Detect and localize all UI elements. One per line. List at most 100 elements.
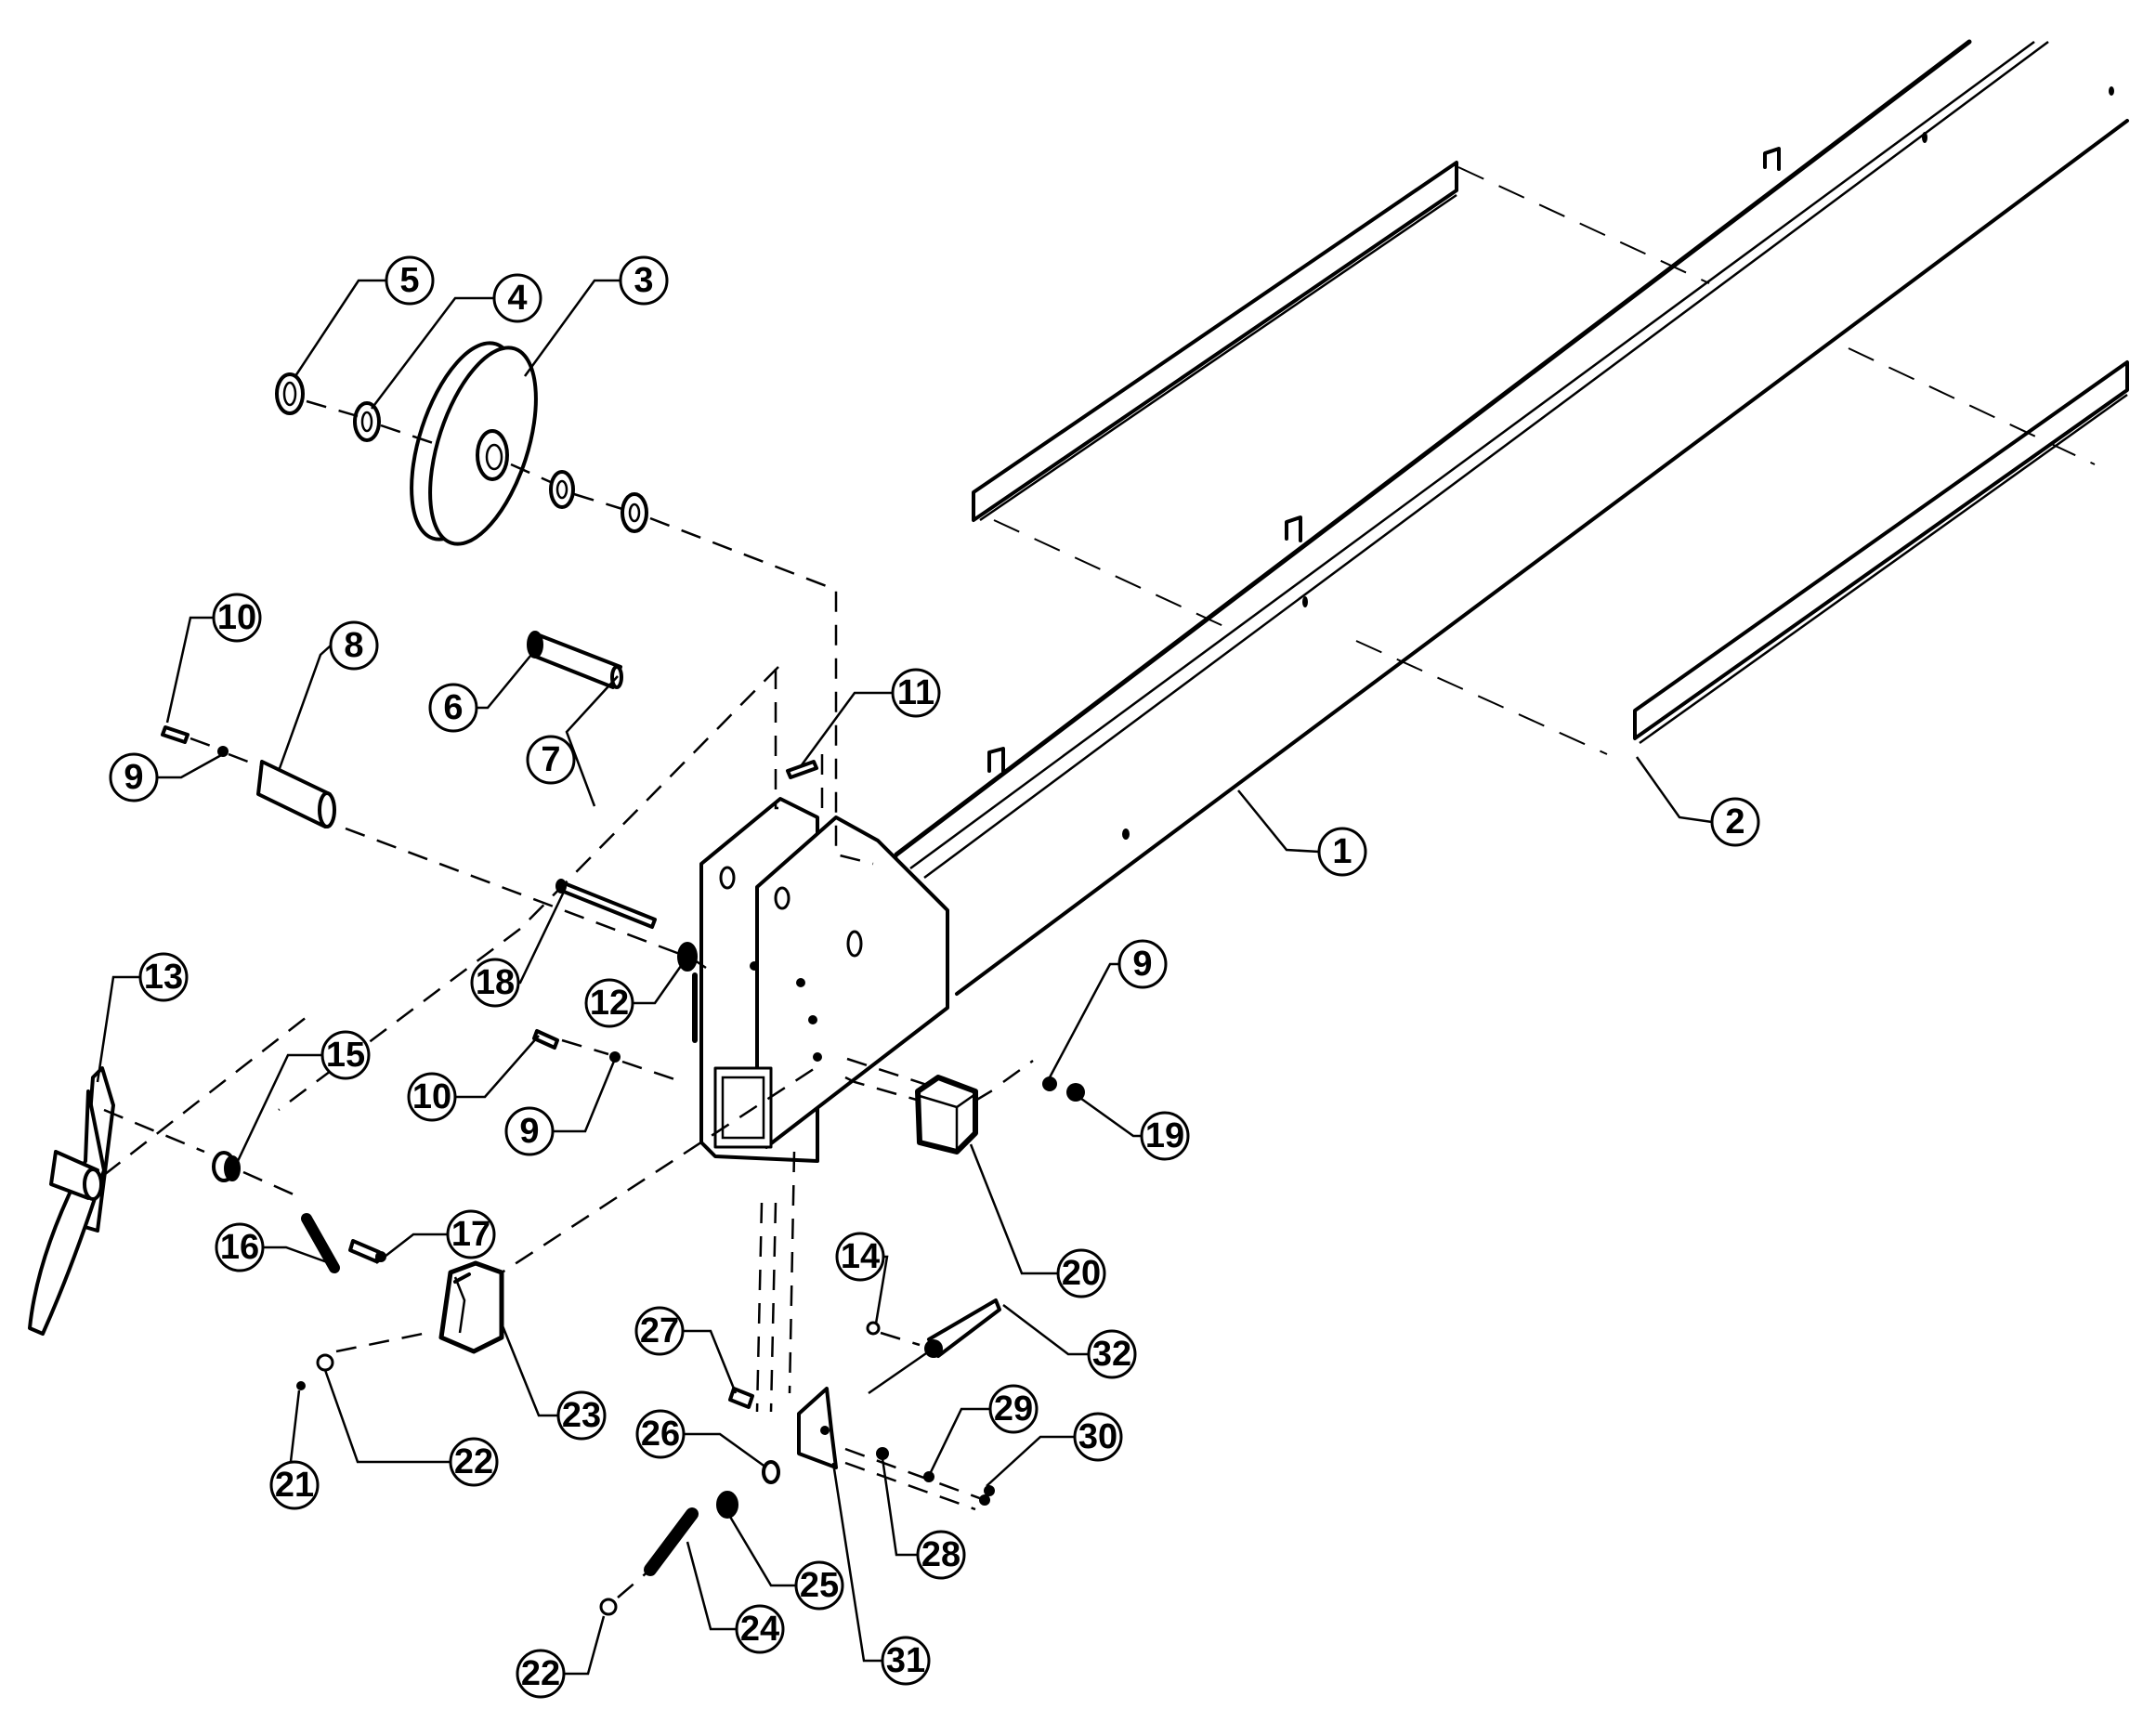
svg-text:29: 29 (994, 1389, 1033, 1429)
svg-text:23: 23 (562, 1396, 601, 1435)
pin-shaft-32 (868, 1298, 1001, 1395)
callout-24: 24 (735, 1604, 785, 1654)
svg-text:4: 4 (507, 279, 527, 318)
callout-31: 31 (881, 1636, 931, 1686)
callout-12: 12 (584, 978, 634, 1028)
callout-25: 25 (794, 1560, 844, 1611)
callout-10-mid: 10 (407, 1072, 457, 1122)
svg-text:3: 3 (634, 261, 653, 300)
side-rail-left (972, 161, 1458, 522)
spring-16 (301, 1213, 340, 1273)
callout-15: 15 (320, 1030, 371, 1080)
svg-text:9: 9 (1132, 945, 1152, 984)
washer-right (549, 470, 575, 509)
pulley-wheel-3 (410, 341, 538, 546)
bracket-bolt-27 (728, 1387, 754, 1409)
callout-4: 4 (492, 273, 542, 323)
svg-text:9: 9 (124, 758, 143, 797)
clamp-block-23 (438, 1260, 504, 1354)
callout-27: 27 (634, 1306, 685, 1356)
svg-text:22: 22 (521, 1654, 560, 1693)
svg-text:7: 7 (541, 740, 560, 779)
callout-9: 9 (109, 752, 159, 802)
pivot-bolt-28 (876, 1447, 889, 1460)
callout-5: 5 (385, 255, 435, 306)
bracket-housing (692, 797, 949, 1163)
svg-text:8: 8 (344, 626, 363, 665)
bolt-10-mid (532, 1029, 559, 1050)
svg-text:10: 10 (412, 1077, 451, 1116)
callout-23: 23 (556, 1390, 607, 1441)
callout-22-lower: 22 (516, 1649, 566, 1699)
crank-handle-13 (28, 1066, 115, 1336)
angle-bracket-31 (797, 1387, 838, 1469)
handle-pin-17 (348, 1239, 386, 1263)
main-beam (894, 39, 2129, 996)
svg-text:11: 11 (897, 673, 934, 712)
svg-text:30: 30 (1078, 1417, 1117, 1456)
svg-text:24: 24 (740, 1610, 779, 1649)
callout-11: 11 (891, 668, 941, 718)
hex-nut-25 (716, 1491, 738, 1519)
cotter-clip-14 (866, 1321, 881, 1336)
callout-30: 30 (1073, 1412, 1123, 1462)
svg-text:1: 1 (1332, 832, 1352, 871)
svg-text:22: 22 (454, 1442, 493, 1481)
roller-sleeve-8 (256, 760, 336, 828)
washer-22a (316, 1353, 334, 1372)
callout-26: 26 (635, 1409, 686, 1459)
callout-14: 14 (835, 1232, 885, 1282)
svg-text:27: 27 (640, 1311, 679, 1350)
threaded-stud-24 (644, 1507, 699, 1576)
bolt-10-top (161, 725, 189, 744)
callout-32: 32 (1087, 1329, 1137, 1379)
callout-20: 20 (1056, 1248, 1106, 1298)
callout-16: 16 (215, 1222, 265, 1272)
callout-10: 10 (212, 593, 262, 643)
callout-13: 13 (138, 952, 189, 1002)
svg-text:31: 31 (886, 1641, 925, 1680)
washer-4 (353, 401, 381, 442)
svg-text:25: 25 (800, 1566, 839, 1605)
svg-text:26: 26 (641, 1415, 680, 1454)
svg-text:16: 16 (220, 1228, 259, 1267)
svg-text:32: 32 (1092, 1335, 1131, 1374)
callout-7: 7 (526, 735, 576, 785)
callout-1: 1 (1317, 827, 1367, 877)
callout-19: 19 (1140, 1111, 1190, 1161)
callout-18: 18 (470, 958, 520, 1008)
svg-text:2: 2 (1725, 802, 1744, 841)
svg-text:19: 19 (1145, 1116, 1184, 1155)
svg-text:14: 14 (841, 1237, 880, 1276)
bearing-right (621, 492, 648, 533)
lock-washer-26 (762, 1460, 780, 1484)
callout-6: 6 (428, 683, 478, 733)
end-cap-20 (915, 1075, 978, 1155)
callout-21: 21 (269, 1460, 320, 1510)
svg-text:13: 13 (144, 958, 183, 997)
callout-2: 2 (1710, 797, 1760, 847)
svg-text:20: 20 (1062, 1254, 1101, 1293)
svg-text:9: 9 (519, 1112, 539, 1151)
svg-text:15: 15 (326, 1036, 365, 1075)
callout-9-mid: 9 (504, 1106, 555, 1156)
svg-text:6: 6 (443, 688, 463, 727)
top-bolt-11 (786, 760, 818, 779)
svg-text:28: 28 (921, 1535, 960, 1574)
callout-22-upper: 22 (449, 1437, 499, 1487)
washer-22b (599, 1598, 618, 1616)
svg-text:18: 18 (476, 963, 515, 1002)
callout-17: 17 (446, 1209, 496, 1259)
callout-8: 8 (329, 620, 379, 671)
svg-text:12: 12 (590, 984, 629, 1023)
bearing-5 (275, 372, 305, 415)
pulley-axle-6 (527, 631, 623, 689)
svg-text:10: 10 (217, 598, 256, 637)
svg-text:17: 17 (451, 1215, 490, 1254)
callout-29: 29 (988, 1384, 1039, 1434)
callout-28: 28 (916, 1530, 966, 1580)
rail-dashed-guides (993, 166, 2096, 755)
svg-text:5: 5 (399, 261, 419, 300)
callout-3: 3 (619, 255, 669, 306)
